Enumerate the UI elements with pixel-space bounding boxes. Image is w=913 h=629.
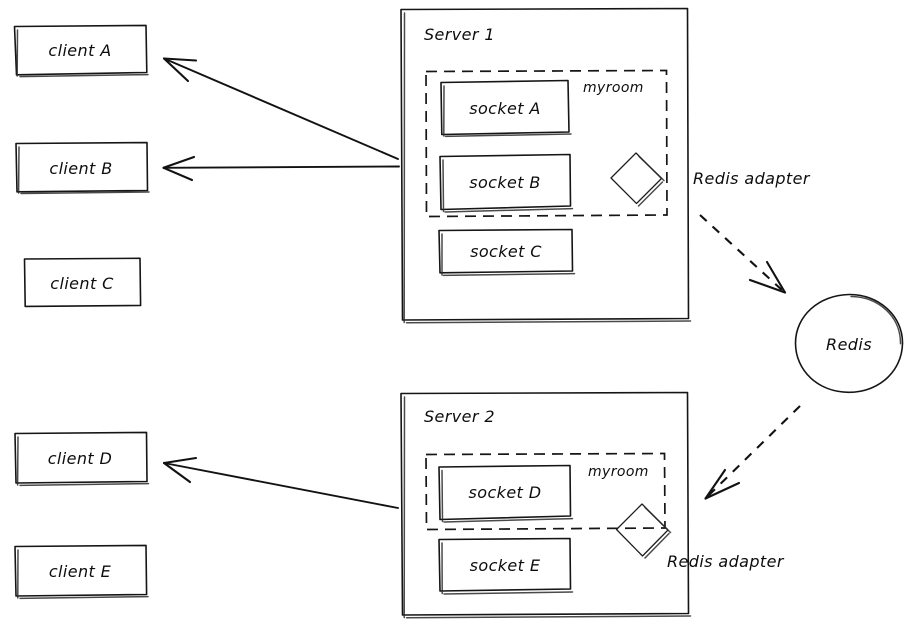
redis-adapter-label-top: Redis adapter bbox=[693, 169, 811, 188]
client-b-node[interactable]: client B bbox=[15, 141, 150, 195]
arrow-server1-to-redis bbox=[699, 214, 787, 294]
arrow-server2-to-client-d bbox=[162, 456, 399, 509]
adapter-diamond-2-icon bbox=[615, 503, 672, 559]
client-d-node[interactable]: client D bbox=[14, 431, 150, 487]
server-1-node[interactable]: Server 1 myroom socket A socket B bbox=[400, 7, 692, 324]
socket-c-node[interactable]: socket C bbox=[438, 228, 576, 277]
server-1-room-label: myroom bbox=[583, 80, 644, 96]
server-2-room: myroom bbox=[425, 452, 666, 531]
socket-d-node[interactable]: socket D bbox=[438, 464, 574, 523]
client-e-label: client E bbox=[49, 562, 112, 581]
socket-d-label: socket D bbox=[469, 483, 542, 502]
socket-c-label: socket C bbox=[470, 242, 542, 261]
arrow-server1-to-client-a bbox=[162, 57, 399, 160]
server-2-label: Server 2 bbox=[424, 407, 495, 426]
socket-a-label: socket A bbox=[469, 99, 541, 118]
client-d-label: client D bbox=[48, 449, 113, 468]
redis-label: Redis bbox=[826, 335, 872, 354]
client-a-label: client A bbox=[48, 41, 111, 60]
server-1-label: Server 1 bbox=[424, 25, 495, 44]
socket-e-label: socket E bbox=[470, 556, 541, 575]
redis-node[interactable]: Redis bbox=[794, 293, 904, 394]
socket-b-node[interactable]: socket B bbox=[439, 153, 574, 213]
arrow-redis-to-server2 bbox=[704, 405, 801, 500]
client-c-node[interactable]: client C bbox=[23, 257, 142, 308]
client-b-label: client B bbox=[49, 159, 112, 178]
client-e-node[interactable]: client E bbox=[14, 544, 149, 600]
client-a-node[interactable]: client A bbox=[13, 24, 149, 78]
socket-b-label: socket B bbox=[469, 173, 541, 192]
server-1-room: myroom bbox=[425, 69, 668, 218]
socket-a-node[interactable]: socket A bbox=[440, 79, 572, 138]
server-2-node[interactable]: Server 2 myroom socket D socket E bbox=[400, 391, 692, 619]
socket-e-node[interactable]: socket E bbox=[438, 537, 574, 595]
arrow-server1-to-client-b bbox=[162, 155, 400, 182]
adapter-diamond-1-icon bbox=[610, 152, 665, 207]
server-2-room-label: myroom bbox=[588, 464, 649, 480]
client-c-label: client C bbox=[50, 274, 114, 293]
redis-adapter-label-bottom: Redis adapter bbox=[667, 552, 785, 571]
